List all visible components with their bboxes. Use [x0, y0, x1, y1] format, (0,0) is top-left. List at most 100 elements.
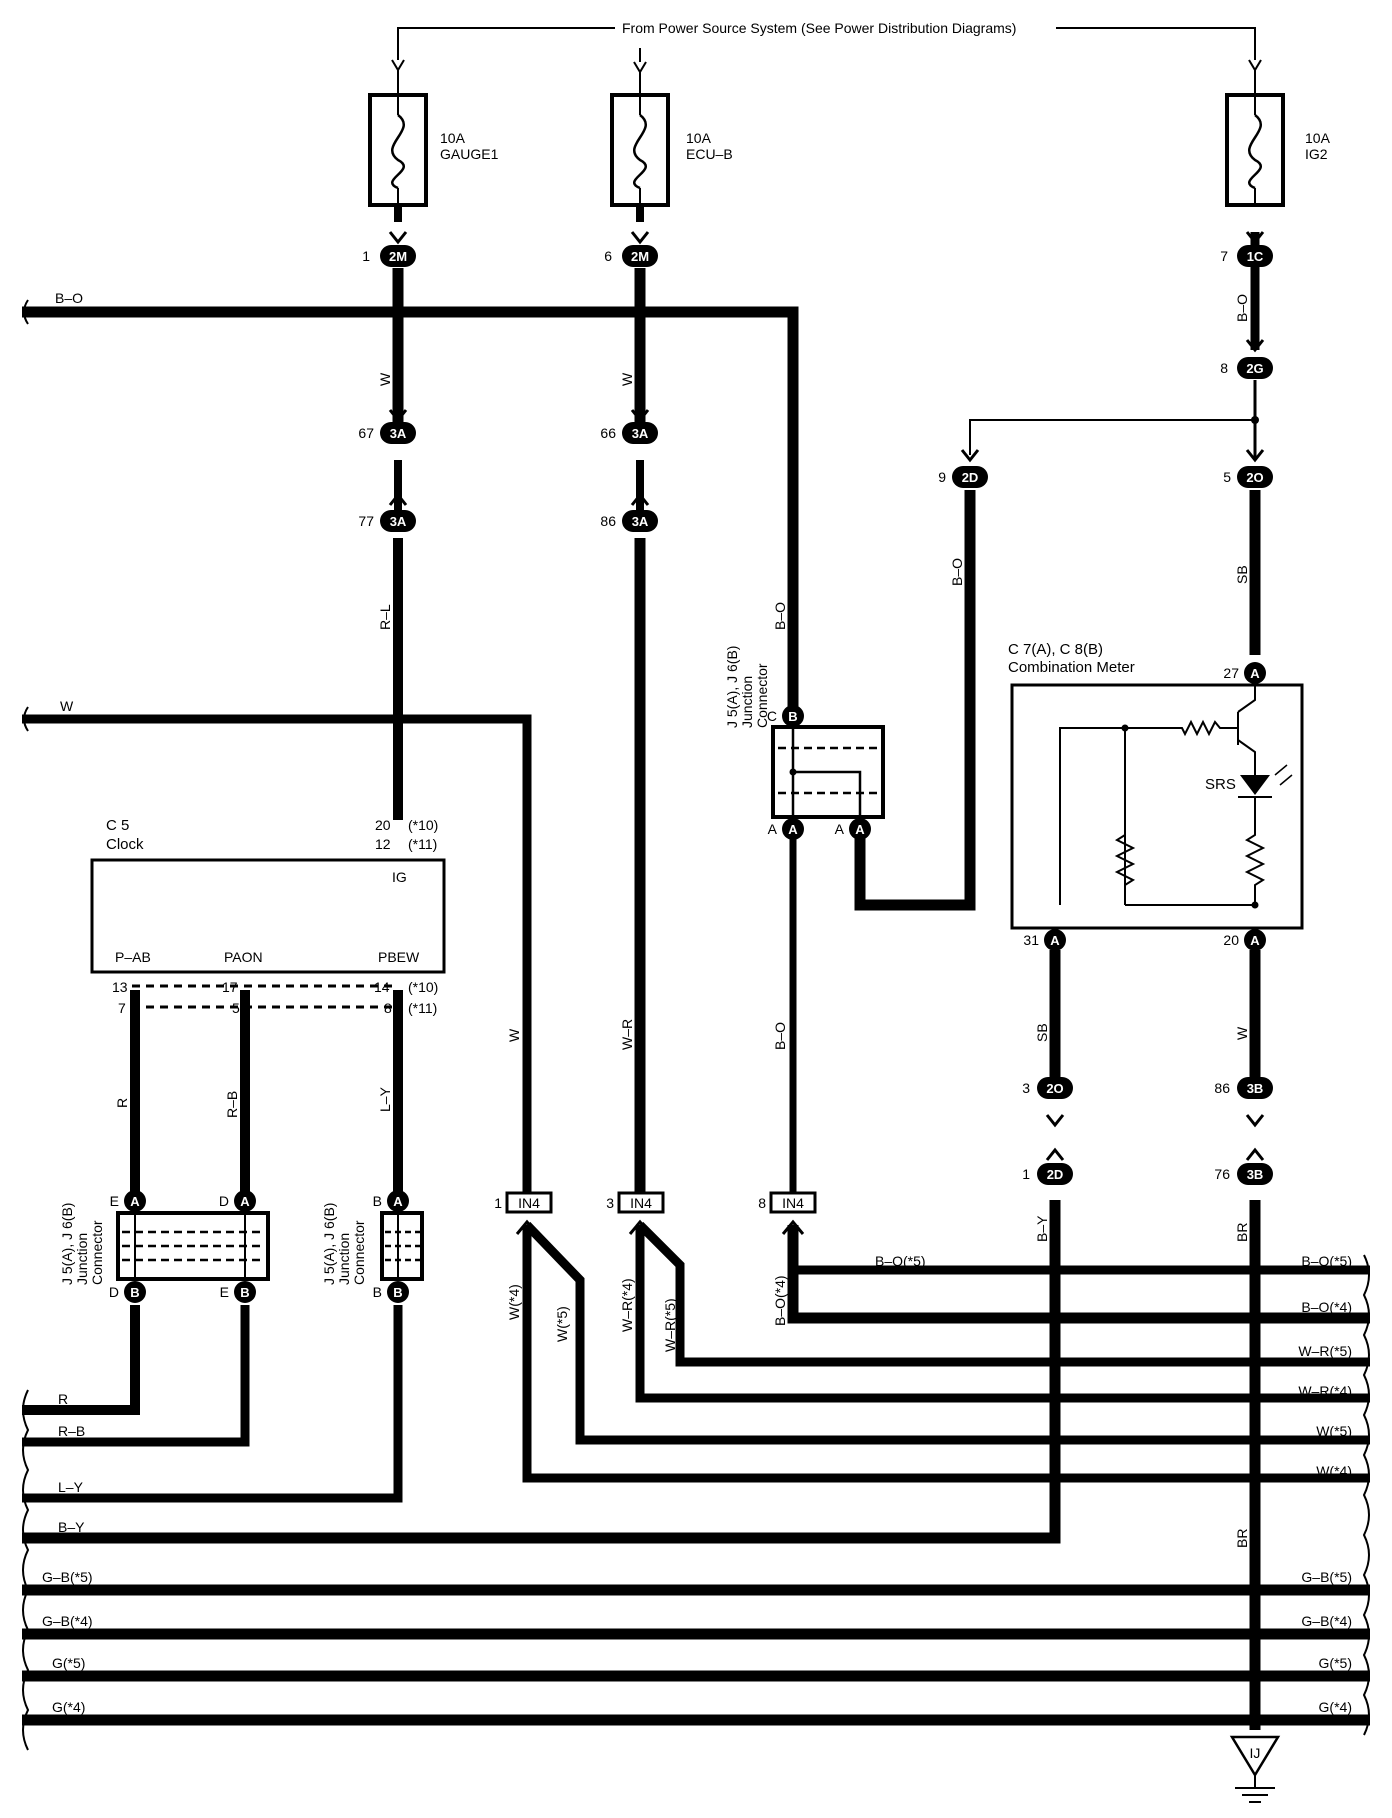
fuse-gauge1: 10A GAUGE1: [368, 70, 499, 207]
svg-text:B–O: B–O: [772, 1022, 788, 1050]
svg-text:A: A: [1250, 933, 1260, 948]
svg-text:IN4: IN4: [782, 1195, 804, 1211]
svg-text:14: 14: [374, 979, 390, 995]
svg-text:3A: 3A: [390, 514, 407, 529]
svg-text:B: B: [393, 1285, 402, 1300]
connector-66-3a: 3A 66: [600, 422, 658, 444]
svg-text:SB: SB: [1034, 1023, 1050, 1042]
svg-text:A: A: [1250, 666, 1260, 681]
svg-text:J 5(A), J 6(B): J 5(A), J 6(B): [59, 1203, 75, 1285]
svg-text:2D: 2D: [962, 470, 979, 485]
connector-7-1c: 1C 7: [1220, 245, 1273, 267]
connector-86-3b: 3B 86: [1214, 1077, 1273, 1099]
svg-text:W(*4): W(*4): [1316, 1463, 1352, 1479]
svg-text:W–R(*5): W–R(*5): [1298, 1343, 1352, 1359]
svg-text:B: B: [373, 1193, 382, 1209]
power-source-header: From Power Source System (See Power Dist…: [391, 20, 1262, 74]
svg-text:BR: BR: [1234, 1529, 1250, 1548]
svg-text:(*11): (*11): [408, 1000, 437, 1016]
svg-text:Junction: Junction: [739, 676, 755, 728]
svg-text:B–Y: B–Y: [1034, 1215, 1050, 1242]
svg-text:Junction: Junction: [336, 1233, 352, 1285]
svg-text:E: E: [220, 1284, 229, 1300]
svg-text:2M: 2M: [631, 249, 649, 264]
svg-text:Junction: Junction: [74, 1233, 90, 1285]
svg-text:B–O: B–O: [55, 290, 83, 306]
svg-text:G(*4): G(*4): [1319, 1699, 1352, 1715]
svg-text:W–R(*4): W–R(*4): [1298, 1383, 1352, 1399]
svg-text:3A: 3A: [390, 426, 407, 441]
svg-text:A: A: [393, 1194, 403, 1209]
svg-text:17: 17: [222, 979, 238, 995]
svg-text:A: A: [768, 821, 778, 837]
connector-77-3a: 3A 77: [358, 510, 416, 532]
svg-text:IN4: IN4: [518, 1195, 540, 1211]
svg-text:L–Y: L–Y: [58, 1479, 84, 1495]
svg-text:G–B(*5): G–B(*5): [42, 1569, 93, 1585]
svg-text:Connector: Connector: [89, 1220, 105, 1285]
svg-text:G–B(*5): G–B(*5): [1301, 1569, 1352, 1585]
svg-text:A: A: [835, 821, 845, 837]
svg-text:3B: 3B: [1247, 1081, 1264, 1096]
svg-text:7: 7: [118, 1000, 126, 1016]
junction-connector-top: B C A A A A J 5(A), J 6(B) Junction Conn…: [724, 646, 885, 840]
svg-text:B–O: B–O: [1234, 294, 1250, 322]
svg-text:PBEW: PBEW: [378, 949, 420, 965]
connector-1-2m: 2M 1: [362, 245, 416, 267]
connector-9-2d: 2D 9: [938, 466, 988, 488]
svg-text:86: 86: [1214, 1080, 1230, 1096]
svg-text:G–B(*4): G–B(*4): [42, 1613, 93, 1629]
svg-text:A: A: [240, 1194, 250, 1209]
svg-text:8: 8: [758, 1195, 766, 1211]
connector-76-3b: 3B 76: [1214, 1163, 1273, 1185]
svg-text:J 5(A), J 6(B): J 5(A), J 6(B): [321, 1203, 337, 1285]
connector-1-2d: 2D 1: [1022, 1163, 1073, 1185]
svg-text:2D: 2D: [1047, 1167, 1064, 1182]
svg-text:1: 1: [362, 248, 370, 264]
combination-meter: C 7(A), C 8(B) Combination Meter A 27 SR…: [1008, 641, 1304, 951]
svg-text:67: 67: [358, 425, 374, 441]
svg-text:W–R(*4): W–R(*4): [619, 1278, 635, 1332]
svg-text:G(*5): G(*5): [1319, 1655, 1352, 1671]
svg-text:A: A: [130, 1194, 140, 1209]
fuse-name: IG2: [1305, 146, 1328, 162]
svg-text:W(*4): W(*4): [506, 1284, 522, 1320]
svg-text:86: 86: [600, 513, 616, 529]
svg-text:B: B: [373, 1284, 382, 1300]
svg-text:1C: 1C: [1247, 249, 1264, 264]
svg-text:BR: BR: [1234, 1223, 1250, 1242]
svg-text:IN4: IN4: [630, 1195, 652, 1211]
svg-text:W: W: [377, 372, 393, 386]
fuse-amp: 10A: [440, 130, 466, 146]
svg-text:W–R(*5): W–R(*5): [662, 1298, 678, 1352]
fuse-name: GAUGE1: [440, 146, 499, 162]
svg-text:Clock: Clock: [106, 836, 144, 853]
svg-text:G(*4): G(*4): [52, 1699, 85, 1715]
svg-text:W: W: [1234, 1026, 1250, 1040]
svg-text:Connector: Connector: [351, 1220, 367, 1285]
svg-text:B–Y: B–Y: [58, 1519, 85, 1535]
svg-text:G–B(*4): G–B(*4): [1301, 1613, 1352, 1629]
svg-text:B–O: B–O: [772, 602, 788, 630]
fuse-amp: 10A: [686, 130, 712, 146]
svg-text:W: W: [506, 1028, 522, 1042]
svg-text:Connector: Connector: [754, 663, 770, 728]
wire-labels: B–O W W W R–L W–R W B–O B–O B–O B–O SB S…: [42, 290, 1352, 1715]
svg-text:3: 3: [606, 1195, 614, 1211]
in4-connector-8: IN4 8: [758, 1191, 817, 1235]
svg-text:L–Y: L–Y: [377, 1086, 393, 1112]
svg-text:B–O(*4): B–O(*4): [772, 1275, 788, 1326]
svg-text:31: 31: [1023, 932, 1039, 948]
svg-text:(*10): (*10): [408, 817, 438, 833]
source-label: From Power Source System (See Power Dist…: [622, 20, 1016, 36]
svg-text:D: D: [219, 1193, 229, 1209]
connector-67-3a: 3A 67: [358, 422, 416, 444]
svg-text:2G: 2G: [1246, 361, 1263, 376]
svg-text:20: 20: [1223, 932, 1239, 948]
svg-text:R–B: R–B: [58, 1423, 85, 1439]
svg-text:C 5: C 5: [106, 817, 129, 834]
svg-text:66: 66: [600, 425, 616, 441]
svg-text:3A: 3A: [632, 514, 649, 529]
connector-5-2o: 2O 5: [1223, 466, 1273, 488]
svg-text:D: D: [109, 1284, 119, 1300]
